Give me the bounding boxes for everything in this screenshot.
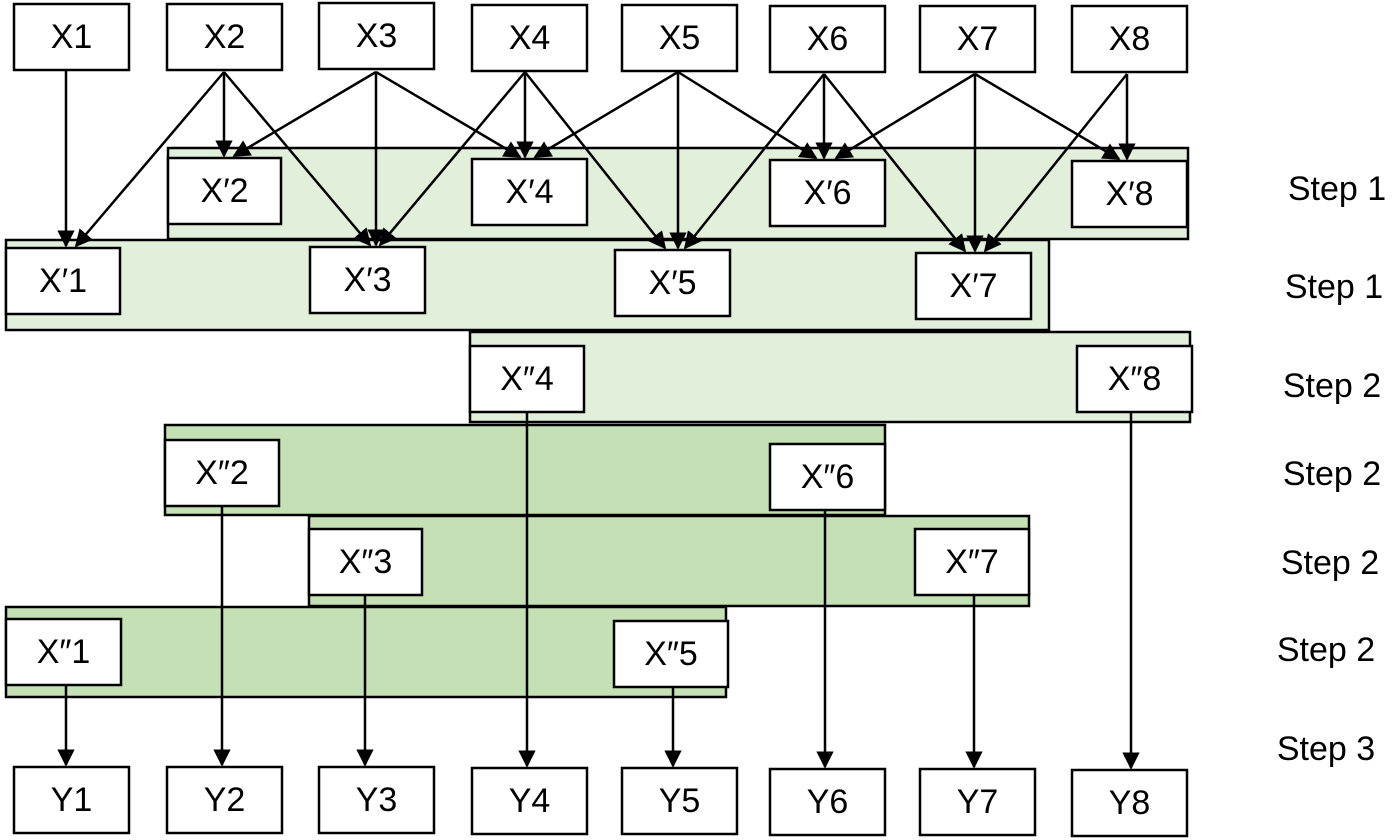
- step-label: Step 1: [1288, 170, 1386, 208]
- band-step1-odd: [4, 238, 1051, 332]
- step1-node-x3: X′3: [308, 245, 427, 315]
- arrow-edge-12: [677, 70, 818, 160]
- step2-label-x1: X″1: [37, 633, 91, 671]
- step2-label-x6: X″6: [801, 458, 855, 496]
- step-label: Step 2: [1283, 367, 1381, 405]
- input-node-x8: X8: [1070, 4, 1189, 74]
- step1-label-x1: X′1: [39, 262, 87, 300]
- step2-node-x4: X″4: [468, 344, 586, 414]
- input-label-x5: X5: [659, 19, 701, 57]
- output-label-y6: Y6: [807, 783, 849, 821]
- output-label-y2: Y2: [204, 781, 246, 819]
- step1-label-x7: X′7: [950, 267, 998, 305]
- output-node-y7: Y7: [918, 767, 1037, 837]
- output-node-y6: Y6: [768, 767, 887, 837]
- step2-label-x5: X″5: [644, 635, 698, 673]
- step2-node-x2: X″2: [163, 438, 281, 508]
- step2-label-x4: X″4: [500, 360, 554, 398]
- input-label-x7: X7: [957, 20, 999, 58]
- step1-node-x1: X′1: [4, 246, 122, 316]
- step1-label-x3: X′3: [344, 261, 392, 299]
- input-node-x3: X3: [317, 1, 436, 71]
- arrow-edge-9: [524, 71, 667, 250]
- step1-label-x6: X′6: [804, 174, 852, 212]
- output-node-y3: Y3: [317, 765, 436, 835]
- output-node-y4: Y4: [470, 766, 589, 836]
- output-label-y5: Y5: [659, 782, 701, 820]
- step2-label-x3: X″3: [339, 543, 393, 581]
- arrow-edge-3: [223, 71, 372, 247]
- step1-node-x7: X′7: [914, 251, 1033, 321]
- step2-label-x7: X″7: [945, 543, 999, 581]
- input-node-x1: X1: [12, 2, 131, 72]
- step2-node-x8: X″8: [1075, 344, 1194, 414]
- output-label-y1: Y1: [51, 781, 93, 819]
- step-label: Step 1: [1285, 268, 1383, 306]
- input-label-x8: X8: [1109, 20, 1151, 58]
- step1-node-x6: X′6: [768, 158, 887, 228]
- step2-label-x2: X″2: [195, 454, 249, 492]
- step2-node-x3: X″3: [307, 527, 424, 597]
- arrow-edge-4: [232, 70, 377, 158]
- step2-node-x7: X″7: [913, 527, 1031, 597]
- input-node-x6: X6: [768, 4, 887, 74]
- arrow-edge-6: [375, 70, 522, 159]
- step-label: Step 2: [1281, 544, 1379, 582]
- output-label-y4: Y4: [509, 782, 551, 820]
- input-label-x1: X1: [51, 18, 93, 56]
- step-label: Step 2: [1277, 631, 1375, 669]
- band-step2-x2-x6: [163, 423, 887, 517]
- input-label-x3: X3: [356, 17, 398, 55]
- step-label: Step 3: [1277, 730, 1375, 768]
- output-node-y5: Y5: [620, 766, 739, 836]
- arrow-edge-16: [834, 72, 976, 160]
- step1-node-x4: X′4: [470, 157, 589, 227]
- input-node-x4: X4: [470, 3, 589, 73]
- step1-label-x4: X′4: [506, 173, 554, 211]
- arrow-edge-10: [533, 70, 679, 159]
- input-node-x2: X2: [165, 2, 284, 72]
- arrow-edge-14: [683, 73, 825, 250]
- input-label-x2: X2: [204, 18, 246, 56]
- step2-node-x1: X″1: [4, 617, 123, 687]
- step2-node-x6: X″6: [768, 442, 887, 512]
- input-node-x5: X5: [620, 3, 739, 73]
- output-node-y8: Y8: [1070, 768, 1189, 838]
- output-node-y1: Y1: [12, 765, 131, 835]
- arrow-edge-18: [974, 72, 1121, 161]
- band-step2-x3-x7: [307, 514, 1031, 608]
- output-label-y7: Y7: [957, 783, 999, 821]
- output-label-y8: Y8: [1109, 784, 1151, 822]
- step1-label-x8: X′8: [1106, 175, 1154, 213]
- output-node-y2: Y2: [165, 765, 284, 835]
- step2-node-x5: X″5: [612, 619, 730, 689]
- band-step2-x4-x8: [468, 330, 1192, 424]
- step1-node-x8: X′8: [1070, 159, 1189, 229]
- input-label-x6: X6: [807, 20, 849, 58]
- step1-label-x5: X′5: [649, 264, 697, 302]
- input-label-x4: X4: [509, 19, 551, 57]
- step1-node-x2: X′2: [166, 156, 283, 226]
- output-label-y3: Y3: [356, 781, 398, 819]
- arrow-edge-2: [74, 71, 225, 248]
- step1-label-x2: X′2: [201, 172, 249, 210]
- step2-label-x8: X″8: [1108, 360, 1162, 398]
- edges: [57, 70, 1140, 770]
- arrow-edge-15: [823, 73, 967, 253]
- arrow-edge-20: [983, 73, 1128, 253]
- input-node-x7: X7: [918, 4, 1037, 74]
- arrow-edge-8: [378, 71, 526, 247]
- step1-node-x5: X′5: [613, 248, 732, 318]
- step-label: Step 2: [1283, 455, 1381, 493]
